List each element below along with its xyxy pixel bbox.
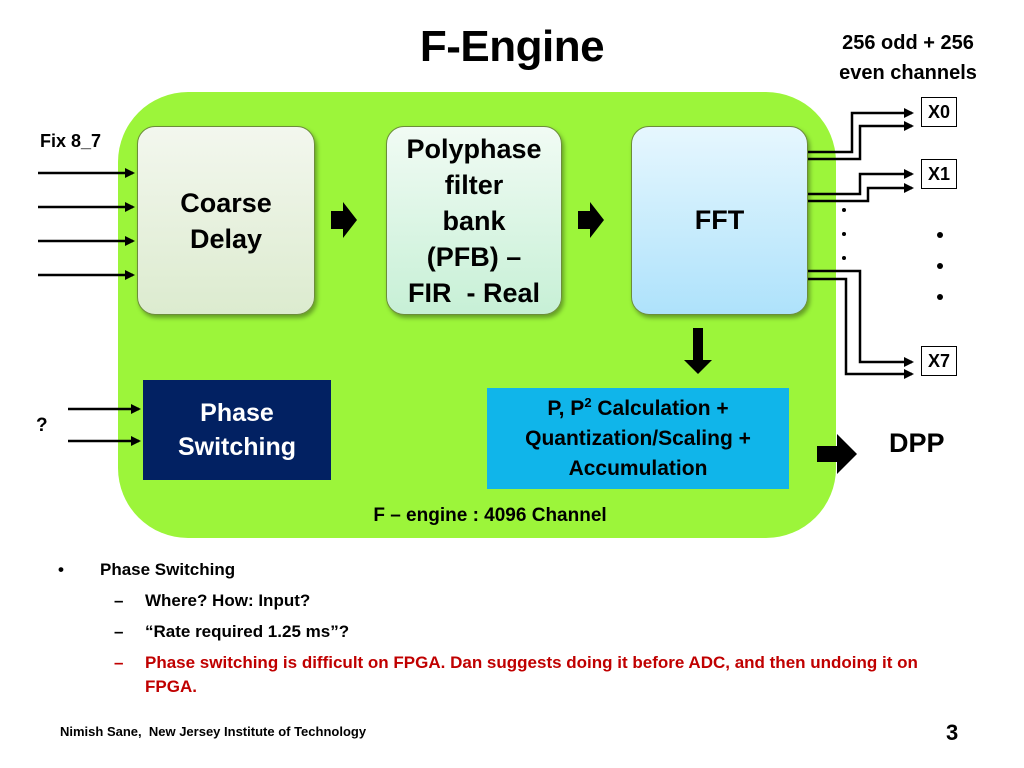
dpp-label: DPP	[889, 428, 945, 458]
engine-caption: F – engine : 4096 Channel	[373, 505, 607, 526]
pfb-line: bank	[442, 205, 506, 236]
bullet-text: Phase Switching	[100, 560, 236, 579]
sub-bullet-marker: –	[114, 591, 124, 610]
sub-bullet-marker: –	[114, 653, 124, 672]
sub-bullet-item: – Where? How: Input?	[58, 589, 958, 620]
power-calculation-block: P, P2 Calculation + Quantization/Scaling…	[487, 388, 789, 489]
bullet-item: • Phase Switching	[58, 558, 958, 589]
coarse-delay-block: Coarse Delay	[137, 126, 315, 315]
slide-title: F-Engine	[419, 22, 605, 71]
channels-note-line2: even channels	[839, 62, 977, 84]
phase-switching-line: Phase	[200, 399, 274, 427]
pcalc-line1-pre: P, P	[547, 396, 585, 420]
sub-bullet-marker: –	[114, 622, 124, 641]
pcalc-line2: Quantization/Scaling +	[525, 426, 751, 450]
pcalc-superscript: 2	[584, 394, 592, 410]
sub-bullet-text: “Rate required 1.25 ms”?	[145, 622, 350, 641]
ellipsis-dot	[842, 256, 846, 260]
sub-bullet-text: Phase switching is difficult on FPGA. Da…	[145, 653, 918, 696]
bullet-list: • Phase Switching – Where? How: Input? –…	[58, 558, 958, 707]
phase-switching-block: Phase Switching	[143, 380, 331, 480]
pcalc-line1-post: Calculation +	[591, 396, 729, 420]
fft-block: FFT	[631, 126, 808, 315]
ellipsis-dot	[937, 294, 943, 300]
input-format-label: Fix 8_7	[40, 131, 102, 151]
page-number: 3	[946, 720, 959, 745]
fft-label: FFT	[694, 205, 745, 235]
footer-author: Nimish Sane, New Jersey Institute of Tec…	[60, 724, 367, 739]
ellipsis-dot	[842, 232, 846, 236]
output-box-x1: X1	[921, 159, 957, 189]
pfb-line: Polyphase	[406, 133, 542, 164]
ellipsis-dot	[937, 232, 943, 238]
channels-note: 256 odd + 256 even channels	[808, 28, 1008, 88]
coarse-delay-line: Coarse	[180, 187, 272, 218]
phase-input-label: ?	[36, 415, 48, 436]
coarse-delay-line: Delay	[189, 223, 263, 254]
phase-switching-line: Switching	[177, 433, 297, 461]
sub-bullet-item: – “Rate required 1.25 ms”?	[58, 620, 958, 651]
output-box-x0: X0	[921, 97, 957, 127]
output-box-x7: X7	[921, 346, 957, 376]
pfb-line: (PFB) –	[426, 241, 522, 272]
bullet-marker: •	[58, 560, 64, 579]
channels-note-line1: 256 odd + 256	[842, 32, 974, 54]
pcalc-line1: P, P2 Calculation +	[525, 394, 751, 424]
sub-bullet-item-highlight: – Phase switching is difficult on FPGA. …	[58, 651, 958, 707]
ellipsis-dots	[842, 208, 943, 300]
pfb-line: filter	[444, 169, 504, 200]
sub-bullet-text: Where? How: Input?	[145, 591, 311, 610]
ellipsis-dot	[842, 208, 846, 212]
pfb-block: Polyphase filter bank (PFB) – FIR - Real	[386, 126, 562, 315]
pcalc-line3: Accumulation	[568, 456, 708, 480]
pfb-line: FIR - Real	[407, 277, 541, 308]
ellipsis-dot	[937, 263, 943, 269]
